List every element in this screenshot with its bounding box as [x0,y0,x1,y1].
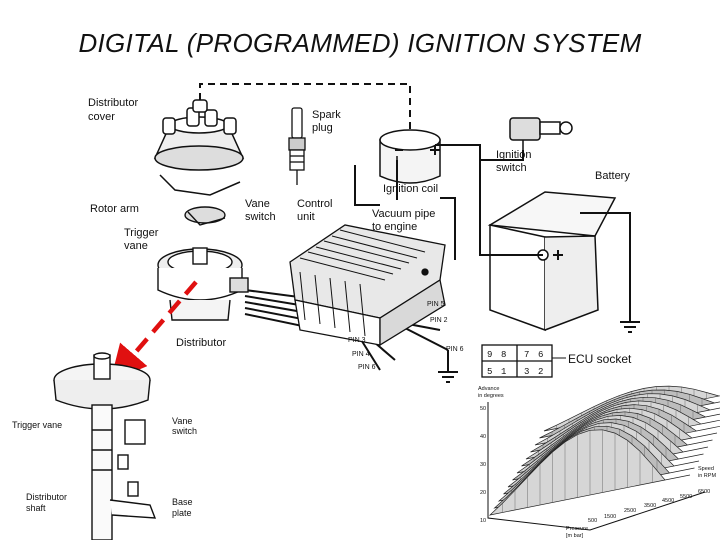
label-base-plate-2: plate [172,508,192,518]
map-speed-label-1: Speed [698,466,714,472]
label-control-unit-1: Control [297,198,332,210]
label-ignition-coil: Ignition coil [383,183,438,195]
map-speed-tick: 1500 [604,514,616,520]
map-z-tick: 30 [480,462,486,468]
label-vane-switch-lower-2: switch [172,426,197,436]
map-speed-tick: 5500 [680,494,692,500]
map-speed-tick: 3500 [644,503,656,509]
ecu-pin: 1 [501,367,506,377]
label-trigger-vane-2: vane [124,240,148,252]
map-z-tick: 20 [480,490,486,496]
label-vane-switch-1: Vane [245,198,270,210]
ecu-pin: 2 [538,367,543,377]
label-vacuum-pipe-2: to engine [372,221,417,233]
map-speed-tick: 4500 [662,498,674,504]
label-vane-switch-lower-1: Vane [172,416,192,426]
map-speed-label-2: in RPM [698,473,716,479]
label-ecu-socket: ECU socket [568,352,632,366]
ignition-switch-icon [509,117,573,150]
label-distributor-shaft-2: shaft [26,503,46,513]
label-pin2: PIN 2 [430,317,448,324]
ignition-coil-icon [379,129,441,184]
ecu-pin: 5 [487,367,492,377]
distributor-body-icon [157,247,249,321]
ecu-socket-icon [481,344,553,378]
distributor-shaft-icon [53,352,157,540]
label-pin4: PIN 4 [352,351,370,358]
control-unit-icon [289,224,446,347]
label-distributor-shaft-1: Distributor [26,492,67,502]
label-pin3: PIN 3 [348,337,366,344]
map-zlabel-1: Advance [478,386,499,392]
spark-plug-icon [288,107,306,185]
distributor-cover [153,99,245,196]
map-z-tick: 50 [480,406,486,412]
ecu-pin: 7 [524,350,529,360]
battery-icon [487,191,617,332]
label-trigger-vane-lower: Trigger vane [12,420,62,430]
ecu-pin: 6 [538,350,543,360]
map-z-tick: 40 [480,434,486,440]
label-ignition-switch-2: switch [496,162,527,174]
map-z-tick: 10 [480,518,486,524]
label-trigger-vane-1: Trigger [124,227,159,239]
label-spark-plug-2: plug [312,122,333,134]
map-speed-tick: 6500 [698,489,710,495]
label-pin5: PIN 5 [427,301,445,308]
rotor-arm-icon [184,206,226,226]
label-battery: Battery [595,170,630,182]
ecu-pin: 9 [487,350,492,360]
label-rotor-arm: Rotor arm [90,203,139,215]
label-spark-plug-1: Spark [312,109,341,121]
map-zlabel-2: in degrees [478,393,504,399]
labels: Distributor cover Spark plug Ignition co… [12,97,632,518]
map-pressure-label-1: Pressure [566,526,588,532]
ground-symbol-ecu [438,371,458,383]
label-ignition-switch-1: Ignition [496,149,531,161]
label-vacuum-pipe-1: Vacuum pipe [372,208,435,220]
label-base-plate-1: Base [172,497,193,507]
page-title: DIGITAL (PROGRAMMED) IGNITION SYSTEM [78,28,642,58]
ht-lead-dashed [199,83,411,132]
label-pin6-socket: PIN 6 [446,346,464,353]
ecu-pin-numbers: 9 8 7 6 5 1 3 2 [487,350,543,377]
ecu-pin: 3 [524,367,529,377]
label-control-unit-2: unit [297,211,315,223]
label-distributor: Distributor [176,337,226,349]
red-arrow [110,280,198,382]
ignition-map-surface [487,385,720,531]
map-speed-tick: 2500 [624,508,636,514]
map-axes [487,402,706,531]
label-pin6: PIN 6 [358,364,376,371]
map-speed-tick: 500 [588,518,597,524]
ground-symbol-battery [620,321,640,333]
map-chart-labels: Advance in degrees 50 40 30 20 10 Speed … [478,386,716,539]
label-distributor-cover-2: cover [88,111,115,123]
label-vane-switch-2: switch [245,211,276,223]
ecu-pin: 8 [501,350,506,360]
label-distributor-cover-1: Distributor [88,97,138,109]
map-pressure-label-2: [m bar] [566,533,584,539]
